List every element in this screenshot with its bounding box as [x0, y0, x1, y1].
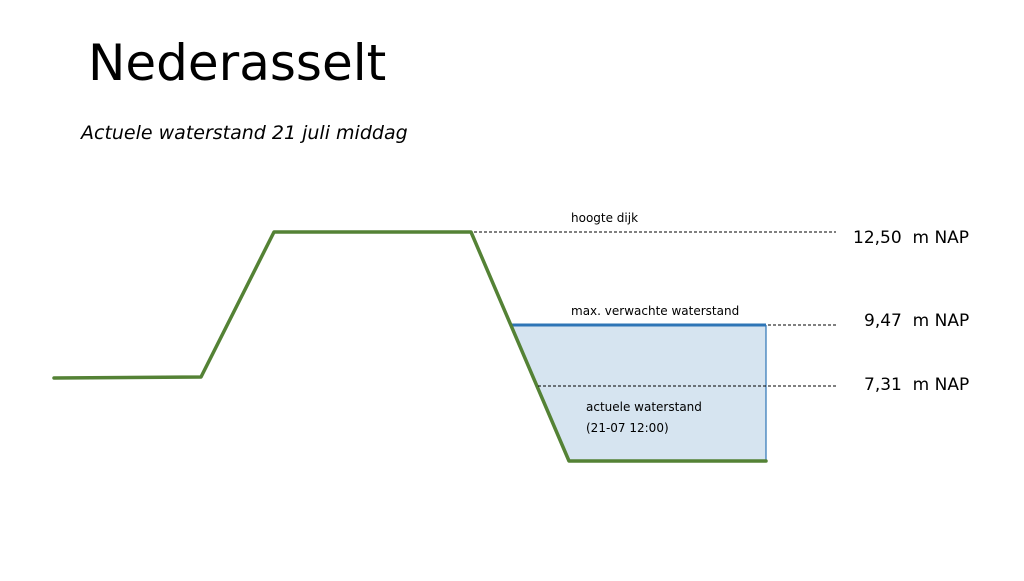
water-area [511, 325, 766, 461]
page-subtitle: Actuele waterstand 21 juli middag [81, 122, 408, 144]
page-title: Nederasselt [88, 34, 387, 92]
dike-height-label: hoogte dijk [571, 211, 638, 225]
current-level-label: actuele waterstand [586, 400, 702, 414]
current-level-value: 7,31 m NAP [864, 375, 969, 395]
current-level-timestamp: (21-07 12:00) [586, 421, 669, 435]
dike-profile [52, 230, 768, 463]
max-expected-label: max. verwachte waterstand [571, 304, 739, 318]
dike-height-value: 12,50 m NAP [853, 228, 969, 248]
max-expected-value: 9,47 m NAP [864, 311, 969, 331]
